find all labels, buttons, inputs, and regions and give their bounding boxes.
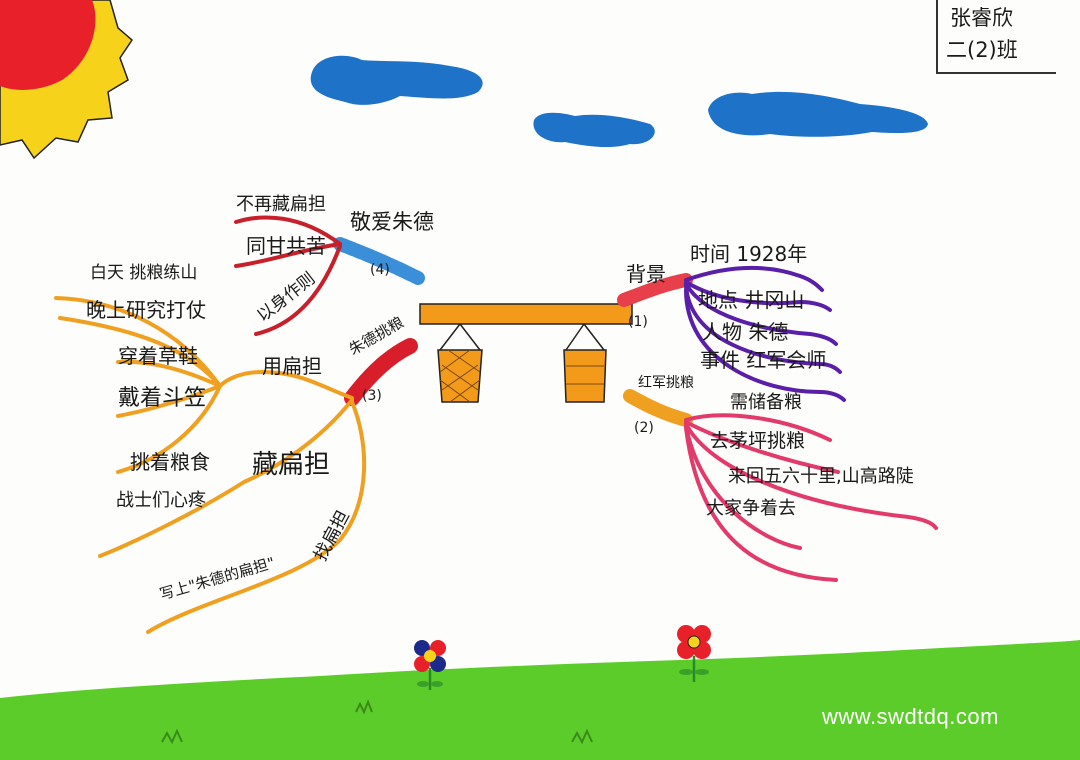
branch-4-number: (4)	[370, 262, 390, 278]
branch-4-label: 敬爱朱德	[350, 210, 434, 234]
branch-3-sub-1-item-4: 戴着斗笠	[118, 386, 207, 411]
branch-3-sub-2: 藏扁担	[252, 450, 331, 480]
flower-right-icon	[677, 625, 711, 682]
branch-1-child-3: 人物 朱德	[702, 320, 789, 344]
branch-3-sub-1: 用扁担	[262, 354, 322, 378]
cloud-right-icon	[708, 91, 928, 137]
flower-left-icon	[414, 640, 446, 690]
branch-2-lines	[623, 389, 938, 582]
branch-2-child-4: 大家争着去	[706, 498, 796, 519]
grass-tuft-icons	[161, 699, 593, 745]
branch-1-child-2: 地点 井冈山	[698, 288, 805, 312]
branch-2-label: 红军挑粮	[638, 375, 694, 391]
branch-1-label: 背景	[626, 262, 666, 286]
branch-3-sub-1-item-3: 穿着草鞋	[118, 344, 198, 368]
branch-1-number: (1)	[628, 314, 648, 330]
branch-2-child-2: 去茅坪挑粮	[710, 430, 806, 452]
sun-icon	[0, 0, 133, 160]
branch-3-sub-1-item-5: 挑着粮食	[130, 450, 210, 474]
branch-3-sub-1-item-2: 晚上研究打仗	[86, 298, 206, 322]
cloud-left-icon	[310, 55, 483, 105]
branch-1-child-1: 时间 1928年	[690, 242, 808, 266]
branch-2-child-1: 需储备粮	[730, 392, 802, 413]
carrying-pole-icon	[419, 303, 633, 403]
grass-hill	[0, 640, 1080, 760]
watermark-text: www.swdtdq.com	[822, 704, 999, 729]
author-card: 张睿欣 二(2)班	[936, 0, 1056, 74]
branch-3-sub-2-item-1: 战士们心疼	[116, 490, 206, 511]
cloud-middle-icon	[533, 112, 655, 148]
author-class: 二(2)班	[946, 38, 1018, 62]
branch-1-child-4: 事件 红军会师	[700, 348, 827, 372]
branch-2-child-3: 来回五六十里,山高路陡	[728, 466, 914, 487]
branch-1-lines	[617, 265, 846, 402]
branch-4-child-2: 同甘共苦	[246, 234, 326, 258]
branch-3-lines	[54, 296, 418, 634]
branch-3-sub-1-item-1: 白天 挑粮练山	[90, 263, 198, 283]
branch-4-lines	[234, 215, 425, 336]
branch-2-number: (2)	[634, 420, 654, 436]
branch-3-number: (3)	[362, 388, 382, 404]
author-name: 张睿欣	[950, 6, 1013, 30]
branch-4-child-1: 不再藏扁担	[236, 194, 326, 215]
